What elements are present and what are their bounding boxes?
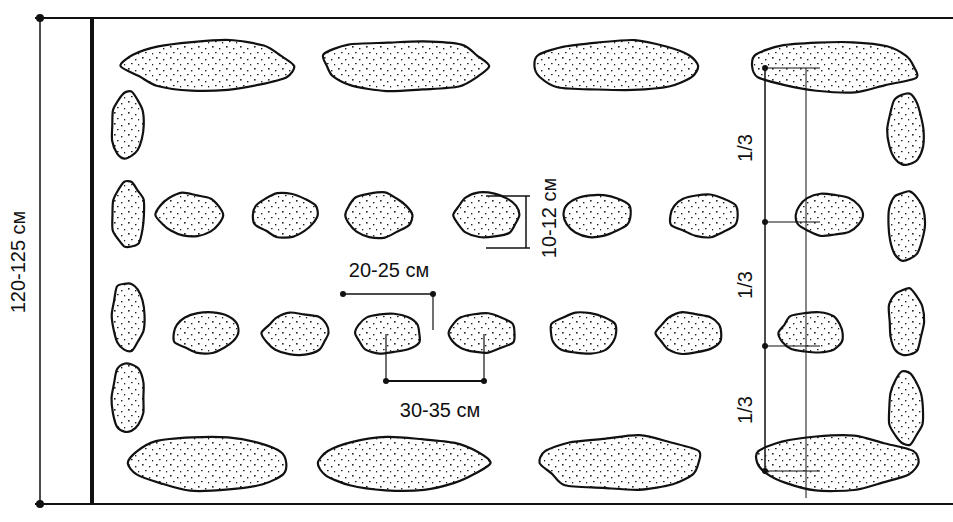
tuber [670,194,738,237]
tuber [128,437,287,491]
dimension-label: 10-12 см [538,176,560,260]
dimension-line [764,68,766,471]
dimension-line [343,293,433,295]
dim-dot [383,378,389,384]
dim-dot [430,291,436,297]
tuber [539,435,700,490]
guide-line [806,68,807,498]
dimension-line [39,18,41,504]
tuber [261,312,328,354]
dimension-label: 120-125 см [7,209,29,316]
tuber [778,312,842,352]
bed-border [90,18,94,504]
tuber [173,312,238,353]
tuber [112,91,144,158]
tuber [120,40,294,91]
tuber [756,435,918,491]
dim-dot [762,343,768,349]
tuber [345,192,412,238]
tuber [551,312,617,353]
tuber [889,371,923,445]
tuber [318,437,491,491]
bed-border [35,503,953,505]
tuber [112,181,144,247]
tuber [889,288,924,355]
fraction-label: 1/3 [734,269,756,301]
dimension-line [432,294,433,330]
tuber [155,193,223,237]
dim-dot [481,378,487,384]
dimension-label: 20-25 см [347,259,431,281]
tuber [323,41,490,91]
dimension-line [525,196,527,248]
tuber [888,191,925,261]
dimension-line [486,247,530,249]
tuber [534,40,698,90]
dim-dot [762,219,768,225]
tuber [796,194,863,236]
tuber [112,283,145,351]
tuber [355,314,420,354]
dim-dot [340,291,346,297]
fraction-label: 1/3 [734,394,756,426]
fraction-label: 1/3 [734,132,756,164]
bed-border [35,17,953,19]
tuber [655,312,721,354]
tuber [449,313,515,353]
tuber [564,195,631,237]
dimension-line [386,380,484,382]
tuber [253,193,318,238]
dimension-label: 30-35 см [398,399,482,421]
tuber [453,192,519,237]
tuber [112,363,144,431]
dim-dot [36,14,44,22]
dim-dot [36,500,44,508]
tuber [752,42,918,93]
tuber [887,93,924,164]
